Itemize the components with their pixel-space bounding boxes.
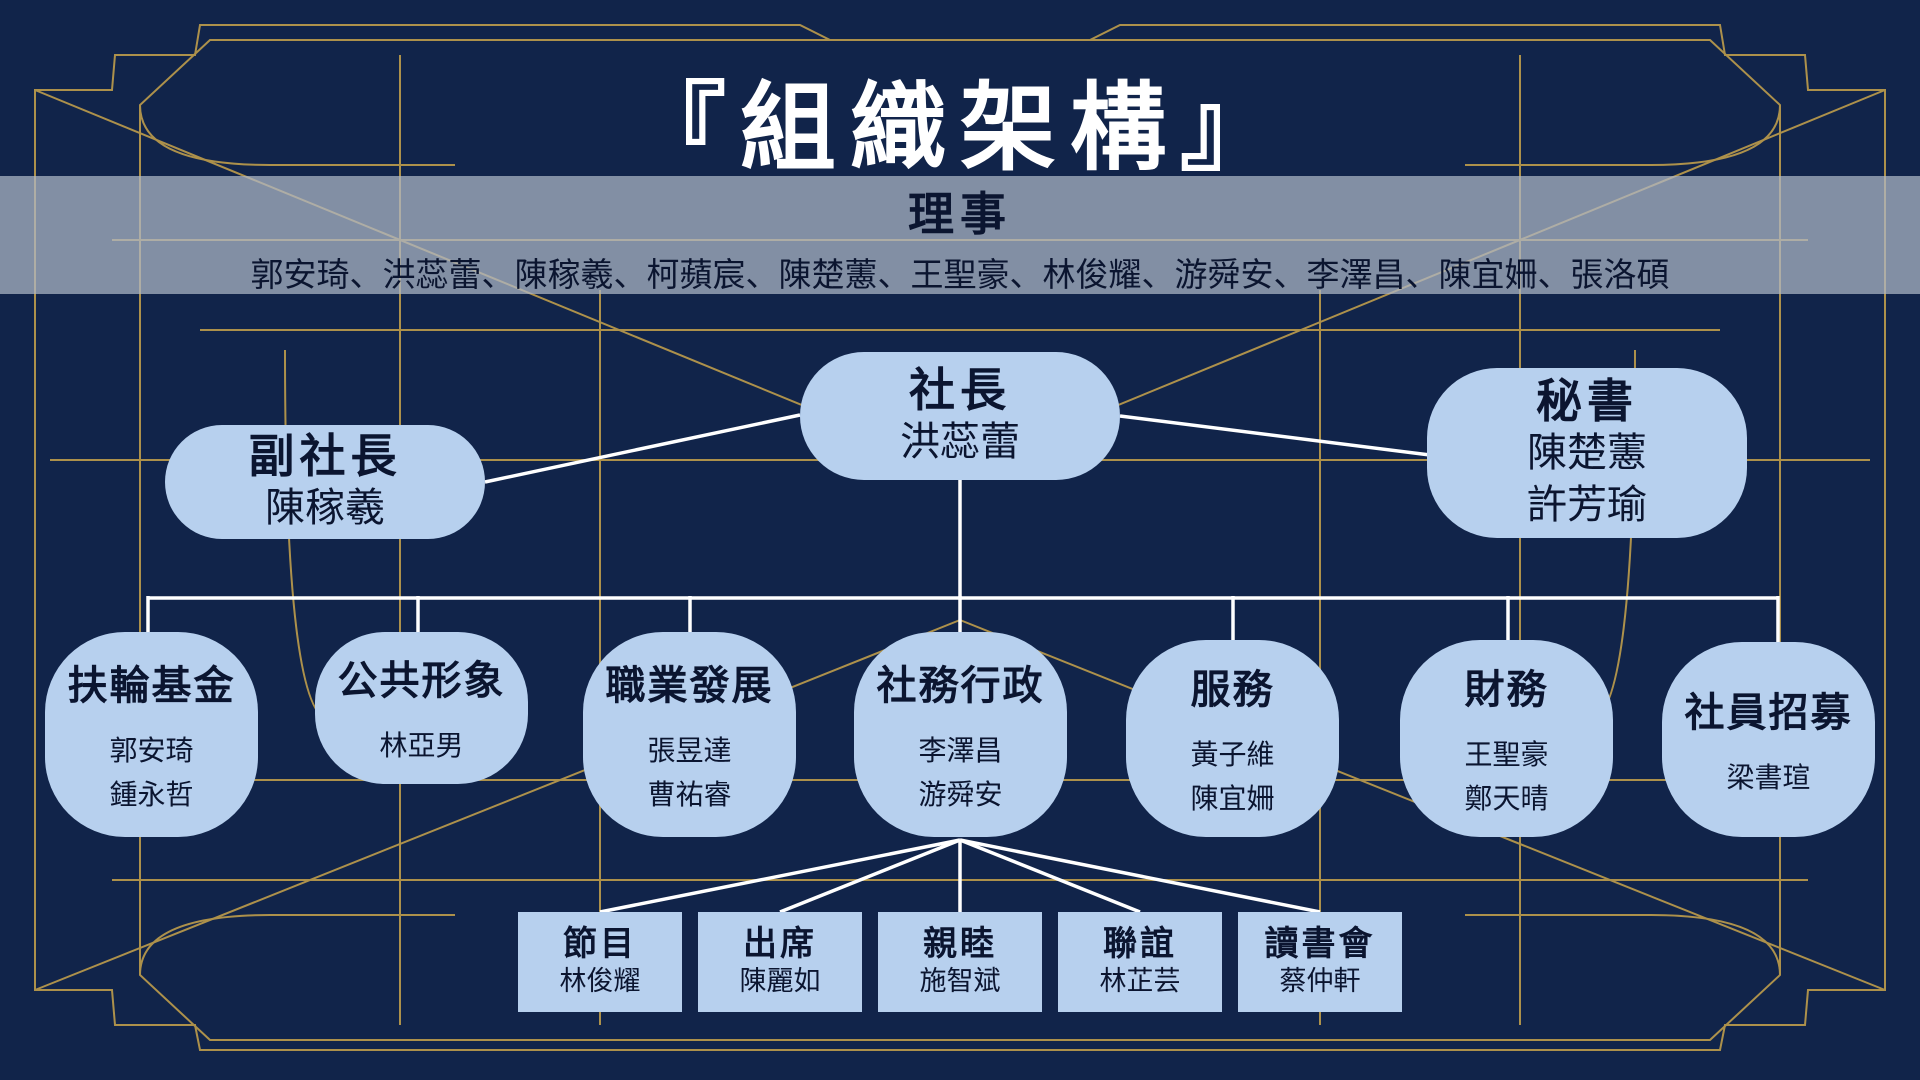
sub-committee-member: 蔡仲軒	[1279, 966, 1361, 997]
department-member: 郭安琦	[109, 734, 194, 768]
sub-committee-node: 讀書會 蔡仲軒	[1238, 912, 1402, 1012]
department-node: 扶輪基金 郭安琦 鍾永哲	[45, 632, 258, 837]
sub-committee-role: 節目	[563, 923, 637, 964]
board-title: 理事	[908, 187, 1012, 241]
department-member: 曹祐睿	[647, 777, 732, 811]
connector-president-vice	[484, 413, 801, 484]
board-members: 郭安琦、洪蕊蕾、陳稼羲、柯蘋宸、陳楚藼、王聖豪、林俊耀、游舜安、李澤昌、陳宜姍、…	[250, 255, 1670, 294]
department-node: 服務 黃子維 陳宜姍	[1126, 640, 1339, 837]
sub-committee-member: 林芷芸	[1099, 966, 1181, 997]
president-role: 社長	[909, 362, 1011, 417]
department-member: 鍾永哲	[109, 777, 194, 811]
department-node: 職業發展 張昱達 曹祐睿	[583, 632, 796, 837]
connector-sub-4	[959, 838, 1141, 914]
sub-committee-member: 林俊耀	[559, 966, 641, 997]
department-role: 社務行政	[876, 663, 1045, 710]
sub-committee-role: 出席	[743, 923, 817, 964]
department-member: 王聖豪	[1464, 738, 1549, 772]
department-member: 黃子維	[1190, 738, 1275, 772]
secretary-name: 許芳瑜	[1527, 482, 1647, 529]
sub-committee-member: 施智斌	[919, 966, 1001, 997]
sub-committee-role: 讀書會	[1264, 923, 1376, 964]
vice-president-node: 副社長 陳稼羲	[165, 425, 485, 539]
page-title: 『組織架構』	[630, 72, 1290, 184]
secretary-role: 秘書	[1536, 373, 1638, 428]
department-member: 張昱達	[647, 734, 732, 768]
department-role: 公共形象	[337, 658, 506, 705]
department-role: 服務	[1190, 667, 1275, 714]
sub-committee-node: 聯誼 林芷芸	[1058, 912, 1222, 1012]
department-member: 林亞男	[379, 729, 464, 763]
department-node: 社員招募 梁書瑄	[1662, 642, 1875, 837]
sub-committee-role: 聯誼	[1103, 923, 1177, 964]
department-node: 社務行政 李澤昌 游舜安	[854, 632, 1067, 837]
department-member: 游舜安	[918, 777, 1003, 811]
vice-president-name: 陳稼羲	[265, 485, 385, 532]
department-role: 財務	[1464, 667, 1549, 714]
department-node: 財務 王聖豪 鄭天晴	[1400, 640, 1613, 837]
sub-committee-node: 出席 陳麗如	[698, 912, 862, 1012]
department-member: 李澤昌	[918, 734, 1003, 768]
department-member: 鄭天晴	[1464, 781, 1549, 815]
president-node: 社長 洪蕊蕾	[800, 352, 1120, 480]
department-role: 社員招募	[1684, 689, 1853, 736]
department-role: 扶輪基金	[67, 663, 236, 710]
department-role: 職業發展	[605, 663, 774, 710]
board-banner	[0, 176, 1920, 294]
sub-committee-role: 親睦	[923, 923, 997, 964]
vice-president-role: 副社長	[248, 428, 402, 483]
sub-committee-member: 陳麗如	[739, 966, 821, 997]
department-member: 梁書瑄	[1726, 760, 1811, 794]
connector-sub-5	[959, 838, 1321, 914]
secretary-node: 秘書 陳楚藼 許芳瑜	[1427, 368, 1747, 538]
department-node: 公共形象 林亞男	[315, 632, 528, 784]
secretary-name: 陳楚藼	[1527, 430, 1647, 477]
connector-sub-1	[599, 838, 961, 914]
sub-committee-node: 親睦 施智斌	[878, 912, 1042, 1012]
sub-committee-node: 節目 林俊耀	[518, 912, 682, 1012]
department-member: 陳宜姍	[1190, 781, 1275, 815]
connector-sub-2	[779, 838, 961, 914]
president-name: 洪蕊蕾	[900, 419, 1020, 466]
connector-president-secretary	[1119, 414, 1431, 457]
